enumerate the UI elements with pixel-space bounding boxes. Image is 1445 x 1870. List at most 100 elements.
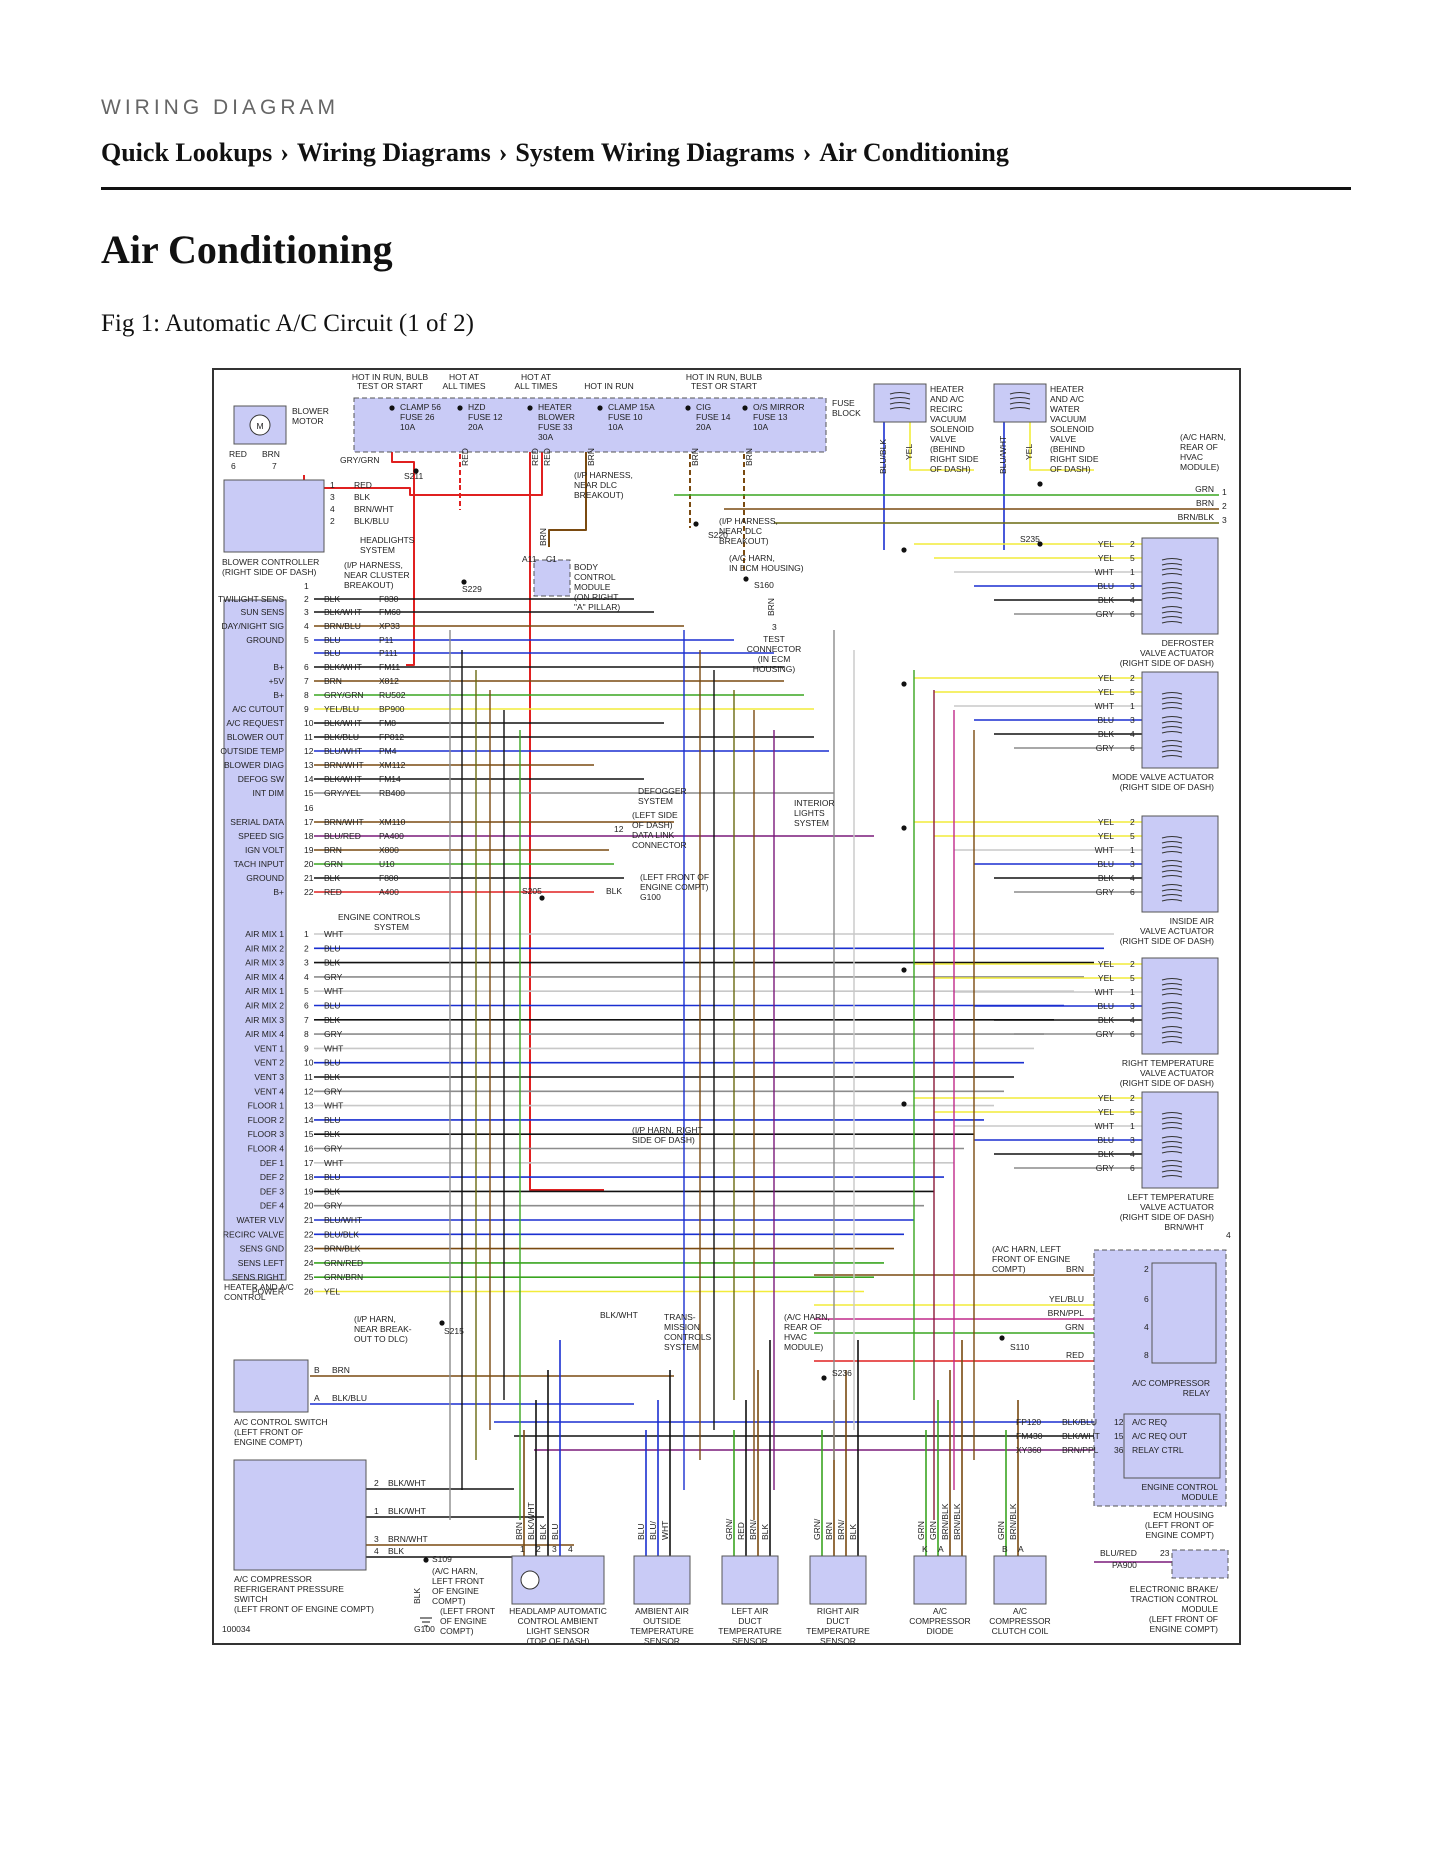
fuse-label: CLAMP 15A [608, 402, 655, 412]
pin-label: 1 [304, 929, 309, 939]
pin-label: B [314, 1365, 320, 1375]
actuator-coil-icon [1161, 1031, 1183, 1034]
pin-function-label: SENS RIGHT [232, 1272, 284, 1282]
actuator-label: LEFT TEMPERATURE [1128, 1192, 1215, 1202]
pin-label: 2 [304, 594, 309, 604]
wire-color-label: GRY [324, 1086, 343, 1096]
vacuum-valve-label: SOLENOID [1050, 424, 1094, 434]
engine-controls-label: ENGINE CONTROLS [338, 912, 421, 922]
bottom-sensor-label: COMPRESSOR [989, 1616, 1050, 1626]
pin-label: 6 [1130, 743, 1135, 753]
wire-color-label: BLU/BLK [878, 439, 888, 474]
pin-label: 2 [1130, 1093, 1135, 1103]
interior-lights-label: SYSTEM [794, 818, 829, 828]
bottom-sensor-label: LEFT AIR [732, 1606, 769, 1616]
circuit-label: FM11 [379, 662, 400, 672]
actuator-label: VALVE ACTUATOR [1140, 1202, 1214, 1212]
pin-label: 8 [304, 690, 309, 700]
ebtcm-label: MODULE [1182, 1604, 1219, 1614]
pin-function-label: AIR MIX 3 [245, 958, 284, 968]
pin-label: 15 [304, 1129, 314, 1139]
actuator-label: VALVE ACTUATOR [1140, 926, 1214, 936]
bottom-sensor-label: TEMPERATURE [806, 1626, 870, 1636]
pin-label: 4 [1130, 729, 1135, 739]
splice-label: S160 [754, 580, 774, 590]
breadcrumb-air-conditioning[interactable]: Air Conditioning [819, 138, 1009, 167]
ground-label: G100 [640, 892, 661, 902]
vacuum-valve-label: OF DASH) [1050, 464, 1091, 474]
wire-color-label: RED [530, 448, 540, 466]
pin-label: 23 [1160, 1548, 1170, 1558]
supply-header: ALL TIMES [443, 381, 486, 391]
harness-note: (I/P HARN, RIGHT [632, 1125, 703, 1135]
circuit-label: FM14 [379, 774, 401, 784]
actuator-label: (RIGHT SIDE OF DASH) [1120, 1212, 1214, 1222]
circuit-label: FP120 [1016, 1417, 1041, 1427]
coil-icon [1009, 397, 1031, 400]
actuator-coil-icon [1161, 870, 1183, 873]
pin-label: 10 [304, 718, 314, 728]
pin-label: 19 [304, 1186, 314, 1196]
breadcrumb-quick-lookups[interactable]: Quick Lookups [101, 138, 273, 167]
splice-label: S211 [404, 471, 423, 481]
wire-color-label: BRN [538, 528, 548, 546]
blower-controller [223, 479, 325, 553]
wire-color-label: RED [1066, 1350, 1084, 1360]
actuator-coil-icon [1161, 865, 1183, 868]
wire-color-label: GRN/RED [324, 1258, 363, 1268]
wire-color-label: BLK [324, 958, 340, 968]
vacuum-valve-label: RIGHT SIDE [1050, 454, 1099, 464]
breadcrumb-system-wiring-diagrams[interactable]: System Wiring Diagrams [515, 138, 795, 167]
blower-motor-label: BLOWER [292, 406, 329, 416]
splice-dot [597, 405, 603, 411]
dlc-label: CONNECTOR [632, 840, 687, 850]
pin-label: K [922, 1544, 928, 1554]
actuator-label: DEFROSTER [1162, 638, 1214, 648]
pin-label: 23 [304, 1244, 314, 1254]
wire-color-label: BRN [824, 1522, 834, 1540]
pin-label: 3 [1130, 715, 1135, 725]
wire-color-label: BLK [324, 594, 340, 604]
fuse-label: FUSE 13 [753, 412, 788, 422]
circuit-label: PA400 [379, 831, 404, 841]
wire-red [529, 406, 604, 1191]
relay-label: RELAY [1183, 1388, 1211, 1398]
harness-note: BREAKOUT) [719, 536, 769, 546]
wire-color-label: GRN [916, 1521, 926, 1540]
splice-label: S220 [708, 530, 728, 540]
actuator-label: INSIDE AIR [1170, 916, 1214, 926]
pin-label: 15 [304, 788, 314, 798]
actuator-coil-icon [1161, 846, 1183, 849]
splice-dot [901, 681, 907, 687]
wire-color-label: RED [460, 448, 470, 466]
pin-function-label: SENS LEFT [238, 1258, 284, 1268]
bottom-sensor-label: (TOP OF DASH) [527, 1636, 590, 1643]
wire-color-label: BRN/PPL [1062, 1445, 1099, 1455]
pin-function-label: AIR MIX 2 [245, 943, 284, 953]
pin-label: 3 [1130, 859, 1135, 869]
actuator-coil-icon [1161, 726, 1183, 729]
actuator-coil-icon [1161, 889, 1183, 892]
pin-label: 4 [1130, 873, 1135, 883]
splice-dot [461, 579, 467, 585]
pin-function-label: BLOWER OUT [227, 732, 284, 742]
pin-label: 3 [304, 958, 309, 968]
wire-color-label: BLU [324, 1172, 341, 1182]
actuator-coil-icon [1161, 894, 1183, 897]
valve-actuator [1141, 957, 1219, 1055]
wire-color-label: RED [354, 480, 372, 490]
breadcrumb-wiring-diagrams[interactable]: Wiring Diagrams [296, 138, 491, 167]
defogger-label: DEFOGGER [638, 786, 687, 796]
wire-color-label: BLK [324, 873, 340, 883]
bottom-sensor-label: SENSOR [820, 1636, 856, 1643]
wire-color-label: GRY [324, 1144, 343, 1154]
wire-color-label: GRY/GRN [340, 455, 380, 465]
actuator-coil-icon [1161, 597, 1183, 600]
pin-label: 17 [304, 817, 314, 827]
breadcrumb-separator: › [802, 138, 812, 167]
pin-label: 26 [304, 1287, 314, 1297]
wire-color-label: GRN [324, 859, 343, 869]
vacuum-valve-label: RIGHT SIDE [930, 454, 979, 464]
